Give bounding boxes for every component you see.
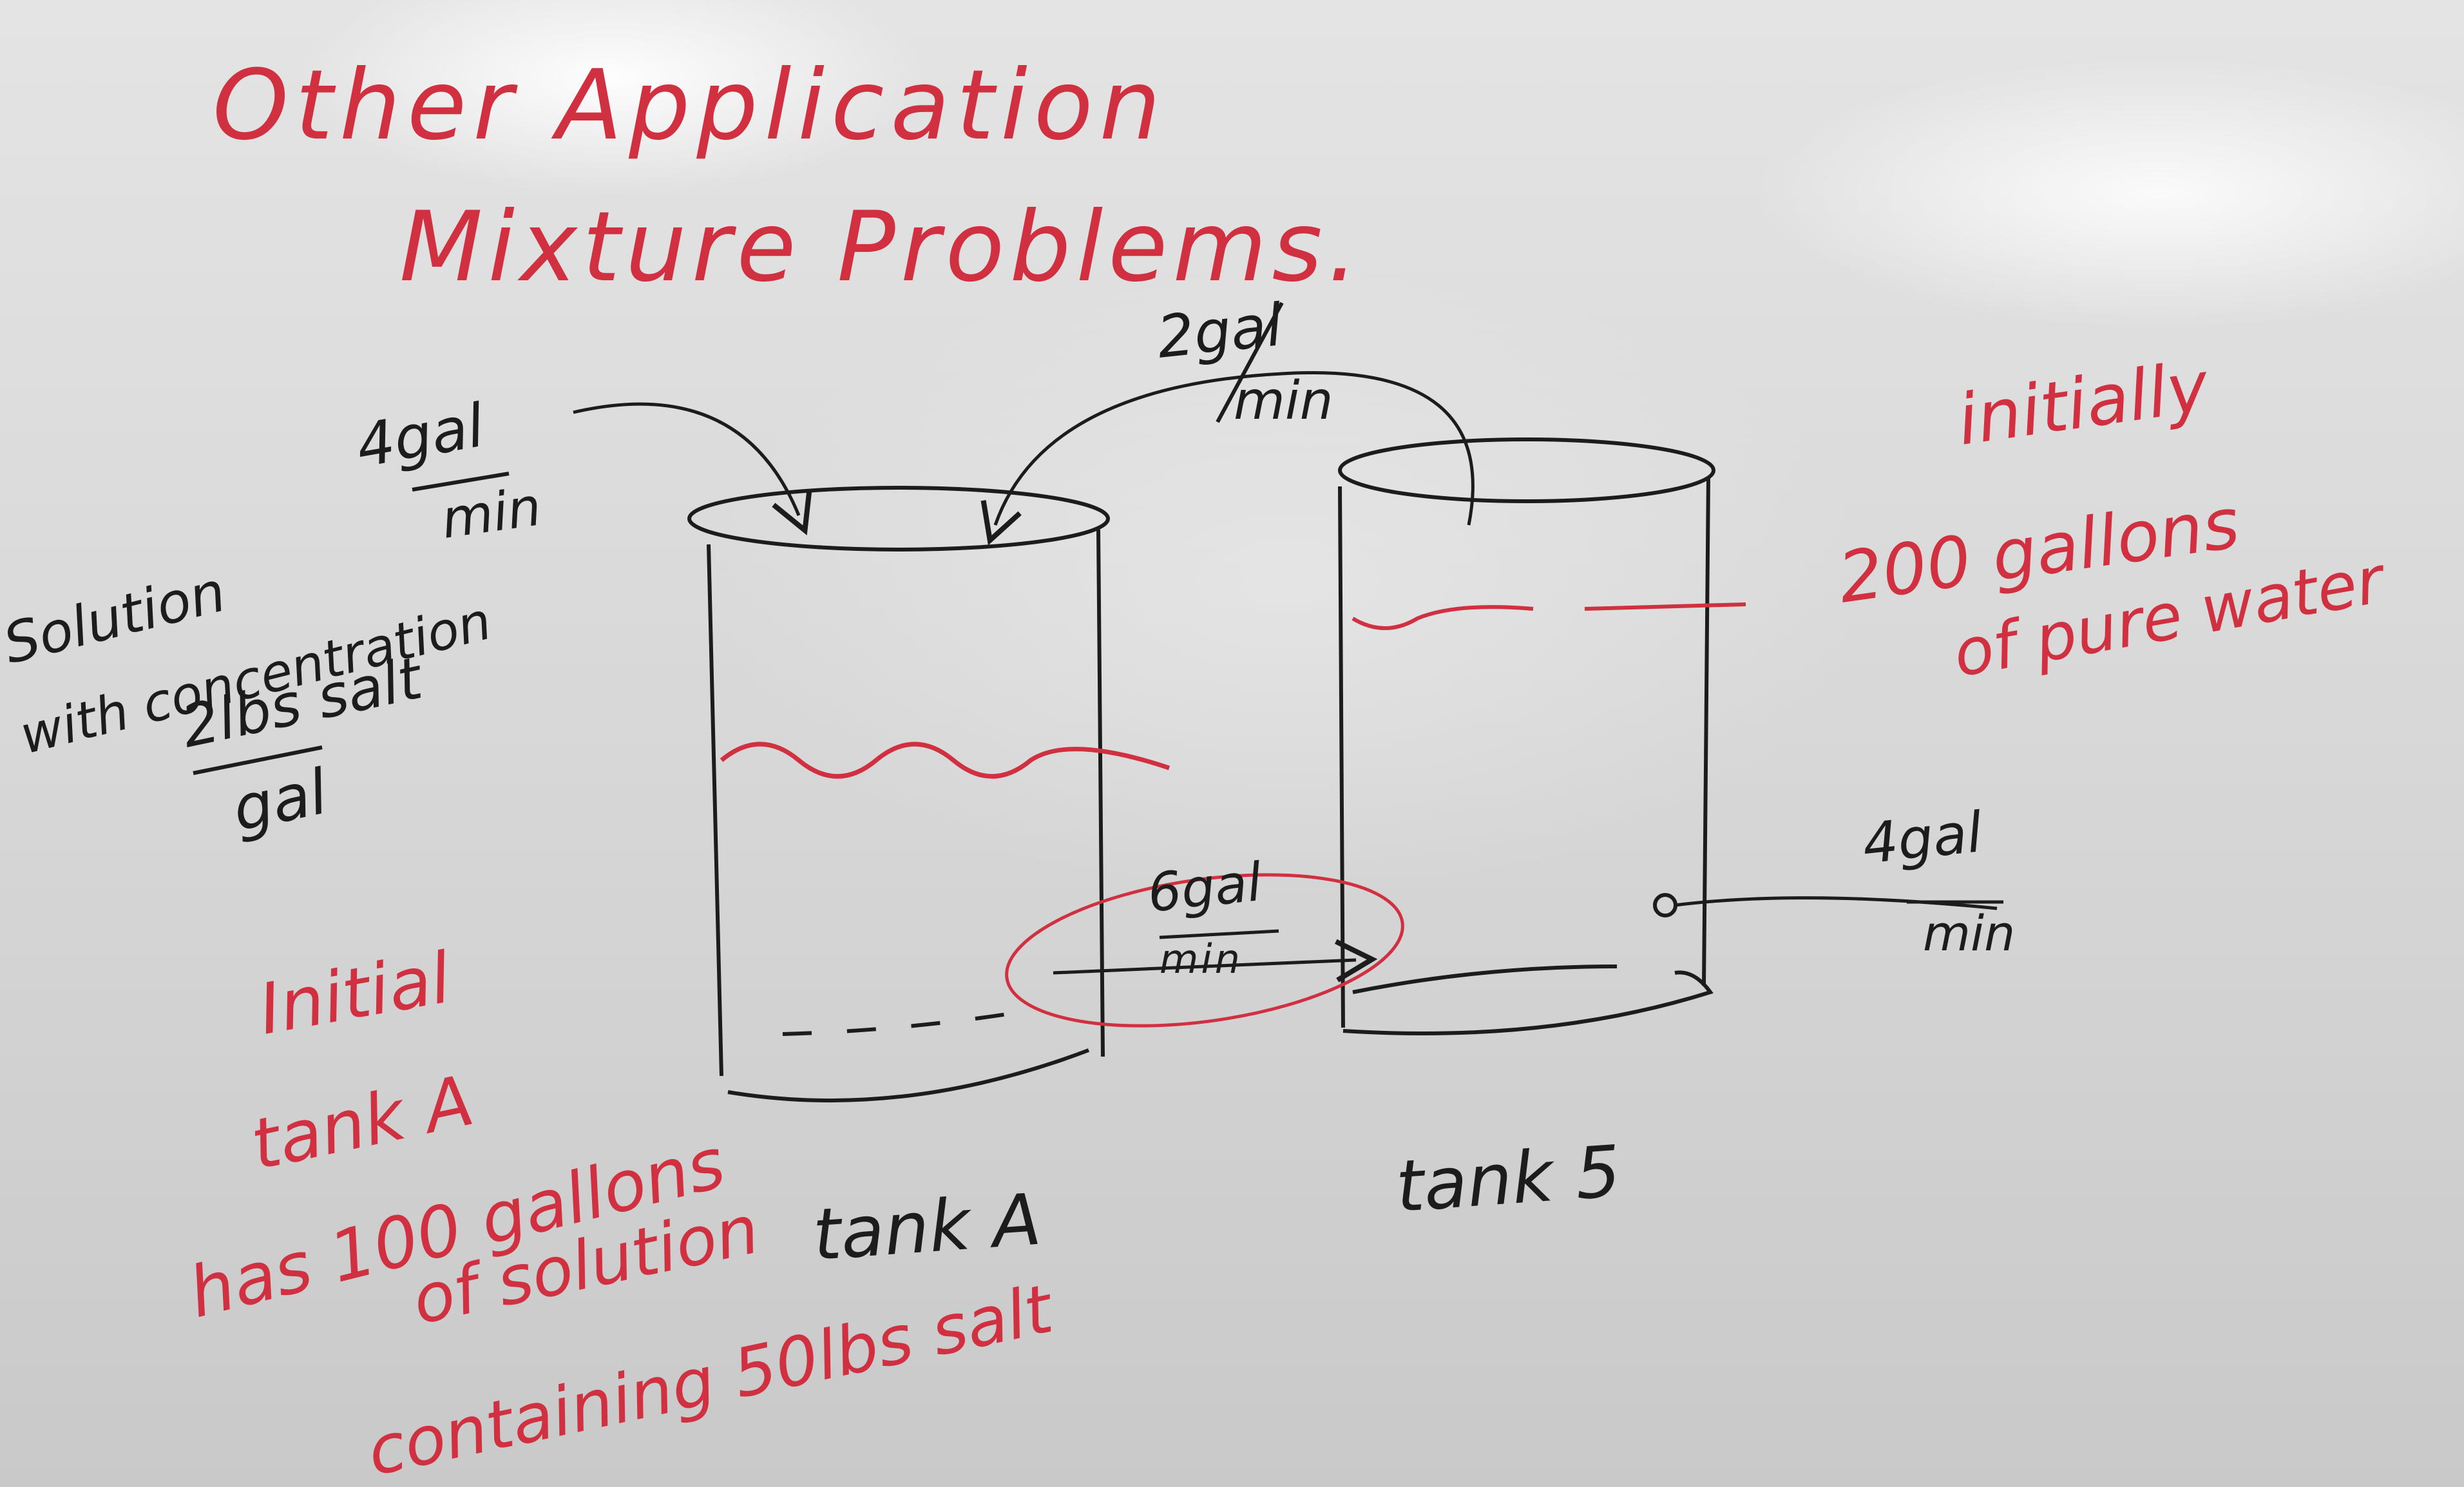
tank-b-initial-line-1: initially bbox=[1953, 346, 2215, 461]
title-line-1: Other Application bbox=[213, 50, 1167, 162]
tank-a bbox=[687, 486, 1110, 1103]
left-note-line-1: Solution bbox=[0, 560, 232, 677]
transfer-b-to-a-arrow bbox=[980, 371, 1475, 546]
left-note: Solution with concentration 2lbs salt ga… bbox=[0, 560, 497, 846]
outflow-rate-top: 4gal bbox=[1860, 800, 1985, 877]
transfer-a-to-b-arrow bbox=[1053, 939, 1378, 983]
outflow-rate-bottom: min bbox=[1923, 905, 2015, 962]
transfer-highlight-circle bbox=[1005, 873, 1404, 1028]
inflow-arrow bbox=[573, 402, 812, 535]
transfer-a-to-b-rate-bottom: min bbox=[1160, 935, 1243, 983]
tank-b-liquid-level bbox=[1351, 602, 1746, 630]
tank-b-initial-note: initially 200 gallons of pure water bbox=[1833, 346, 2392, 691]
inflow-rate-bottom: min bbox=[438, 476, 545, 551]
transfer-a-to-b-rate: 6gal min bbox=[1145, 852, 1279, 983]
concentration-denominator: gal bbox=[226, 755, 334, 845]
tank-a-initial-line-2: tank A bbox=[244, 1060, 480, 1186]
transfer-b-to-a-rate: 2gal min bbox=[1154, 291, 1333, 432]
outflow-arrow bbox=[1674, 896, 1998, 910]
tank-a-label: tank A bbox=[810, 1178, 1044, 1276]
outflow-rate: 4gal min bbox=[1860, 800, 2016, 962]
tank-a-initial-line-1: Initial bbox=[253, 938, 457, 1051]
tank-a-liquid-level bbox=[720, 742, 1170, 779]
tank-b-label: tank 5 bbox=[1393, 1130, 1623, 1228]
transfer-a-to-b-rate-top: 6gal bbox=[1145, 852, 1265, 925]
inflow-rate: 4gal min bbox=[351, 391, 545, 551]
title-line-2: Mixture Problems. bbox=[399, 191, 1363, 303]
tank-b bbox=[1338, 437, 1715, 1035]
transfer-b-to-a-rate-bottom: min bbox=[1234, 370, 1333, 432]
transfer-b-to-a-rate-top: 2gal bbox=[1154, 291, 1285, 372]
inflow-rate-top: 4gal bbox=[351, 391, 490, 481]
